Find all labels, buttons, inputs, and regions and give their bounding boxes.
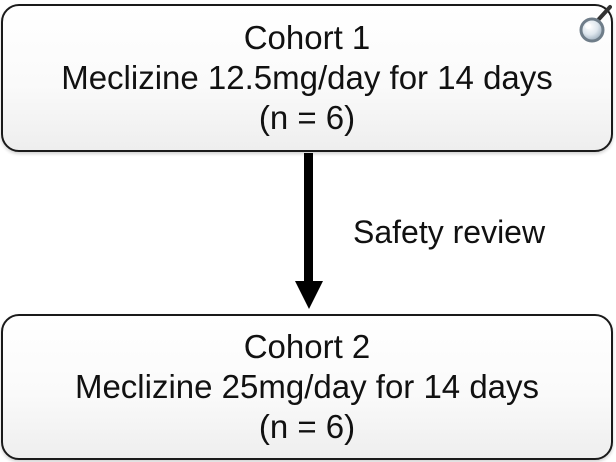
cohort-2-sample-size: (n = 6) — [258, 408, 356, 445]
cohort-2-regimen: Meclizine 25mg/day for 14 days — [74, 368, 540, 405]
cohort-2-title: Cohort 2 — [243, 328, 371, 365]
cohort-1-box: Cohort 1 Meclizine 12.5mg/day for 14 day… — [1, 4, 613, 152]
safety-review-label: Safety review — [353, 214, 546, 250]
cohort-2-box: Cohort 2 Meclizine 25mg/day for 14 days … — [1, 314, 613, 460]
cohort-1-sample-size: (n = 6) — [258, 99, 356, 136]
cohort-1-title: Cohort 1 — [243, 19, 371, 56]
magnifier-icon[interactable] — [572, 4, 612, 48]
flow-arrow — [295, 153, 323, 309]
cohort-1-regimen: Meclizine 12.5mg/day for 14 days — [61, 59, 553, 96]
